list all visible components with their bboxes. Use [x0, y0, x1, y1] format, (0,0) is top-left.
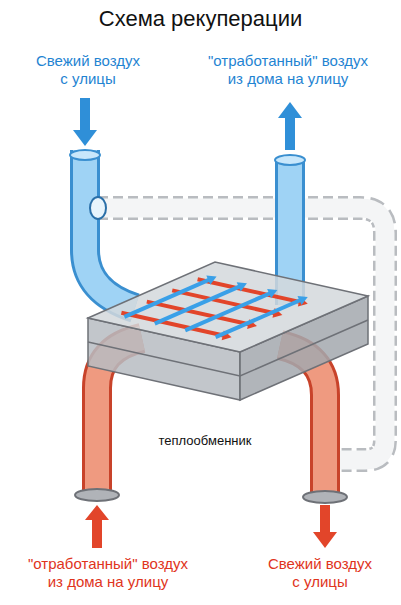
outlet-label: "отработанный" воздух из дома на улицу — [200, 52, 376, 88]
arrow-head — [267, 289, 277, 298]
pipe-flange — [75, 489, 119, 501]
flow-arrow — [85, 505, 109, 548]
cold-flow-line — [185, 292, 272, 330]
flow-arrow — [313, 505, 337, 548]
flow-arrow — [278, 102, 302, 150]
arrow-head — [206, 276, 216, 285]
fresh-air-inlet-pipe — [85, 150, 135, 308]
outlet-label: Свежий воздух с улицы — [264, 555, 376, 591]
cold-flow-line — [155, 286, 242, 324]
inlet-label: "отработанный" воздух из дома на улицу — [20, 555, 196, 591]
bypass-valve — [90, 197, 106, 219]
inlet-label: Свежий воздух с улицы — [32, 52, 144, 88]
exchanger-top — [88, 262, 368, 352]
pipe-end — [275, 155, 305, 165]
pipe-flange — [303, 491, 347, 503]
heat-exchanger — [88, 262, 368, 400]
cold-flow-line — [124, 279, 211, 317]
flow-arrow — [73, 98, 97, 146]
pipe-end — [70, 150, 100, 160]
diagram-title: Схема рекуперации — [0, 6, 401, 32]
arrow-head — [298, 296, 308, 305]
flow-arrows — [121, 276, 307, 341]
cold-flow-line — [216, 299, 303, 337]
arrow-head — [237, 282, 247, 291]
fresh-air-inlet-pipe-core — [85, 150, 135, 308]
part-label: теплообменник — [130, 432, 280, 450]
